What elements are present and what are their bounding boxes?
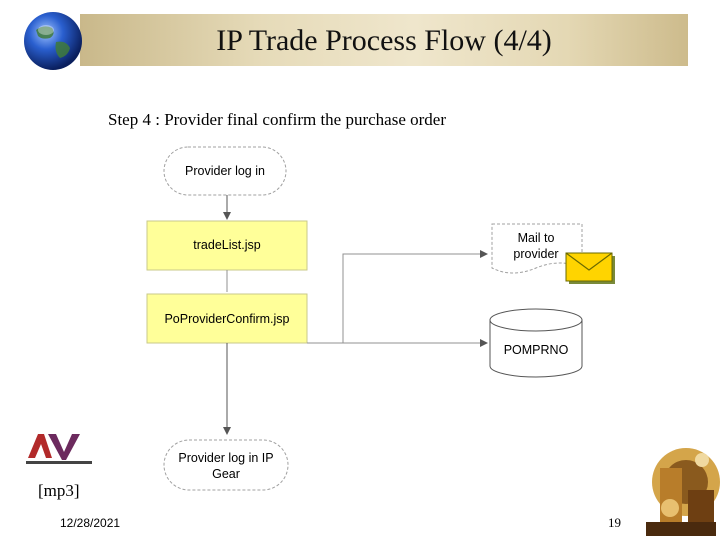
audio-link[interactable]: [mp3] — [38, 481, 80, 500]
company-logo — [26, 430, 92, 464]
process-box-poproviderconfirm-label: PoProviderConfirm.jsp — [164, 312, 289, 326]
slide-subtitle: Step 4 : Provider final confirm the purc… — [108, 110, 447, 129]
start-node-label: Provider log in — [185, 164, 265, 178]
connector-to-mail — [342, 250, 488, 343]
database-label: POMPRNO — [504, 343, 569, 357]
mail-document-node — [491, 223, 583, 274]
end-node — [163, 439, 289, 491]
page-number: 19 — [608, 515, 621, 530]
globe-icon — [24, 12, 82, 70]
title-banner — [80, 14, 688, 66]
database-node — [489, 308, 583, 378]
start-node — [163, 146, 287, 196]
decorative-machinery-image — [646, 448, 720, 536]
envelope-icon — [565, 252, 615, 284]
slide-date: 12/28/2021 — [60, 516, 121, 530]
mail-label-line1: Mail to — [518, 231, 555, 245]
slide-title: IP Trade Process Flow (4/4) — [216, 24, 552, 57]
process-box-poproviderconfirm — [146, 293, 308, 344]
end-node-label-line2: Gear — [212, 467, 240, 481]
mail-label-line2: provider — [513, 247, 558, 261]
process-box-tradelist-label: tradeList.jsp — [193, 238, 260, 252]
process-box-tradelist — [146, 220, 308, 271]
end-node-label-line1: Provider log in IP — [178, 451, 273, 465]
